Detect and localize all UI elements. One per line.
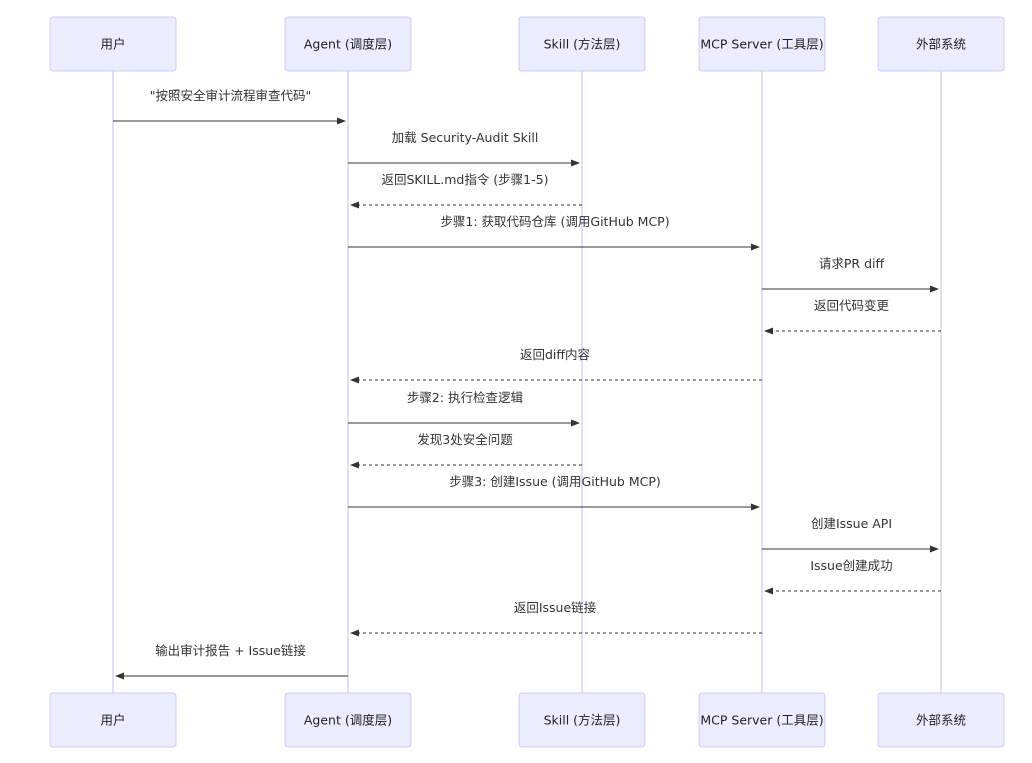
actor-label: Agent (调度层)	[304, 37, 392, 52]
arrowhead-icon	[930, 285, 939, 293]
message-4: 步骤1: 获取代码仓库 (调用GitHub MCP)	[348, 214, 760, 251]
actor-label: Skill (方法层)	[544, 37, 621, 52]
message-label: 返回代码变更	[814, 298, 890, 313]
message-1: "按照安全审计流程审查代码"	[113, 88, 346, 125]
arrowhead-icon	[764, 327, 773, 335]
message-10: 步骤3: 创建Issue (调用GitHub MCP)	[348, 474, 760, 511]
actor-ext-bottom: 外部系统	[877, 692, 1005, 748]
message-13: 返回Issue链接	[350, 600, 762, 637]
actors-bottom: 用户 Agent (调度层) Skill (方法层) MCP Server (工具层)…	[49, 692, 1005, 748]
message-12: Issue创建成功	[764, 558, 941, 595]
message-label: 请求PR diff	[819, 256, 885, 271]
actor-skill-bottom: Skill (方法层)	[518, 692, 646, 748]
actor-mcp-bottom: MCP Server (工具层)	[698, 692, 826, 748]
actor-user-bottom: 用户	[49, 692, 177, 748]
message-7: 返回diff内容	[350, 347, 762, 384]
message-label: 步骤3: 创建Issue (调用GitHub MCP)	[449, 474, 661, 489]
actor-label: 外部系统	[916, 37, 966, 52]
arrowhead-icon	[571, 419, 580, 427]
actor-box	[284, 16, 412, 72]
actor-box	[877, 692, 1005, 748]
message-6: 返回代码变更	[764, 298, 941, 335]
message-11: 创建Issue API	[762, 516, 939, 553]
message-9: 发现3处安全问题	[350, 432, 582, 469]
message-label: 创建Issue API	[811, 516, 892, 531]
actor-ext-top: 外部系统	[877, 16, 1005, 72]
actor-label: 外部系统	[916, 713, 966, 728]
message-label: 加载 Security-Audit Skill	[392, 130, 539, 145]
message-label: "按照安全审计流程审查代码"	[150, 88, 312, 103]
actor-box	[49, 692, 177, 748]
message-label: 返回diff内容	[520, 347, 590, 362]
actor-label: Skill (方法层)	[544, 713, 621, 728]
actor-box	[518, 16, 646, 72]
actor-box	[698, 16, 826, 72]
messages: "按照安全审计流程审查代码" 加载 Security-Audit Skill 返回S…	[113, 88, 941, 680]
message-label: Issue创建成功	[810, 558, 892, 573]
message-2: 加载 Security-Audit Skill	[348, 130, 580, 167]
actor-box	[877, 16, 1005, 72]
actor-label: MCP Server (工具层)	[700, 37, 823, 52]
actor-box	[49, 16, 177, 72]
arrowhead-icon	[751, 243, 760, 251]
message-label: 发现3处安全问题	[417, 432, 513, 447]
actor-user-top: 用户	[49, 16, 177, 72]
arrowhead-icon	[350, 376, 359, 384]
actor-label: 用户	[100, 713, 125, 728]
arrowhead-icon	[751, 503, 760, 511]
message-3: 返回SKILL.md指令 (步骤1-5)	[350, 172, 582, 209]
actor-mcp-top: MCP Server (工具层)	[698, 16, 826, 72]
arrowhead-icon	[350, 461, 359, 469]
message-label: 返回Issue链接	[514, 600, 597, 615]
message-5: 请求PR diff	[762, 256, 939, 293]
arrowhead-icon	[115, 672, 124, 680]
actor-box	[698, 692, 826, 748]
actor-label: 用户	[100, 37, 125, 52]
arrowhead-icon	[930, 545, 939, 553]
message-8: 步骤2: 执行检查逻辑	[348, 390, 580, 427]
actor-skill-top: Skill (方法层)	[518, 16, 646, 72]
actor-label: MCP Server (工具层)	[700, 713, 823, 728]
lifelines	[112, 71, 942, 693]
arrowhead-icon	[350, 629, 359, 637]
message-label: 步骤1: 获取代码仓库 (调用GitHub MCP)	[440, 214, 669, 229]
message-label: 返回SKILL.md指令 (步骤1-5)	[382, 172, 549, 187]
actor-box	[284, 692, 412, 748]
arrowhead-icon	[350, 201, 359, 209]
actors-top: 用户 Agent (调度层) Skill (方法层) MCP Server (工具层)…	[49, 16, 1005, 72]
arrowhead-icon	[571, 159, 580, 167]
message-label: 步骤2: 执行检查逻辑	[407, 390, 523, 405]
actor-agent-bottom: Agent (调度层)	[284, 692, 412, 748]
actor-box	[518, 692, 646, 748]
actor-label: Agent (调度层)	[304, 713, 392, 728]
arrowhead-icon	[764, 587, 773, 595]
actor-agent-top: Agent (调度层)	[284, 16, 412, 72]
arrowhead-icon	[337, 117, 346, 125]
message-label: 输出审计报告 + Issue链接	[155, 643, 306, 658]
message-14: 输出审计报告 + Issue链接	[115, 643, 348, 680]
